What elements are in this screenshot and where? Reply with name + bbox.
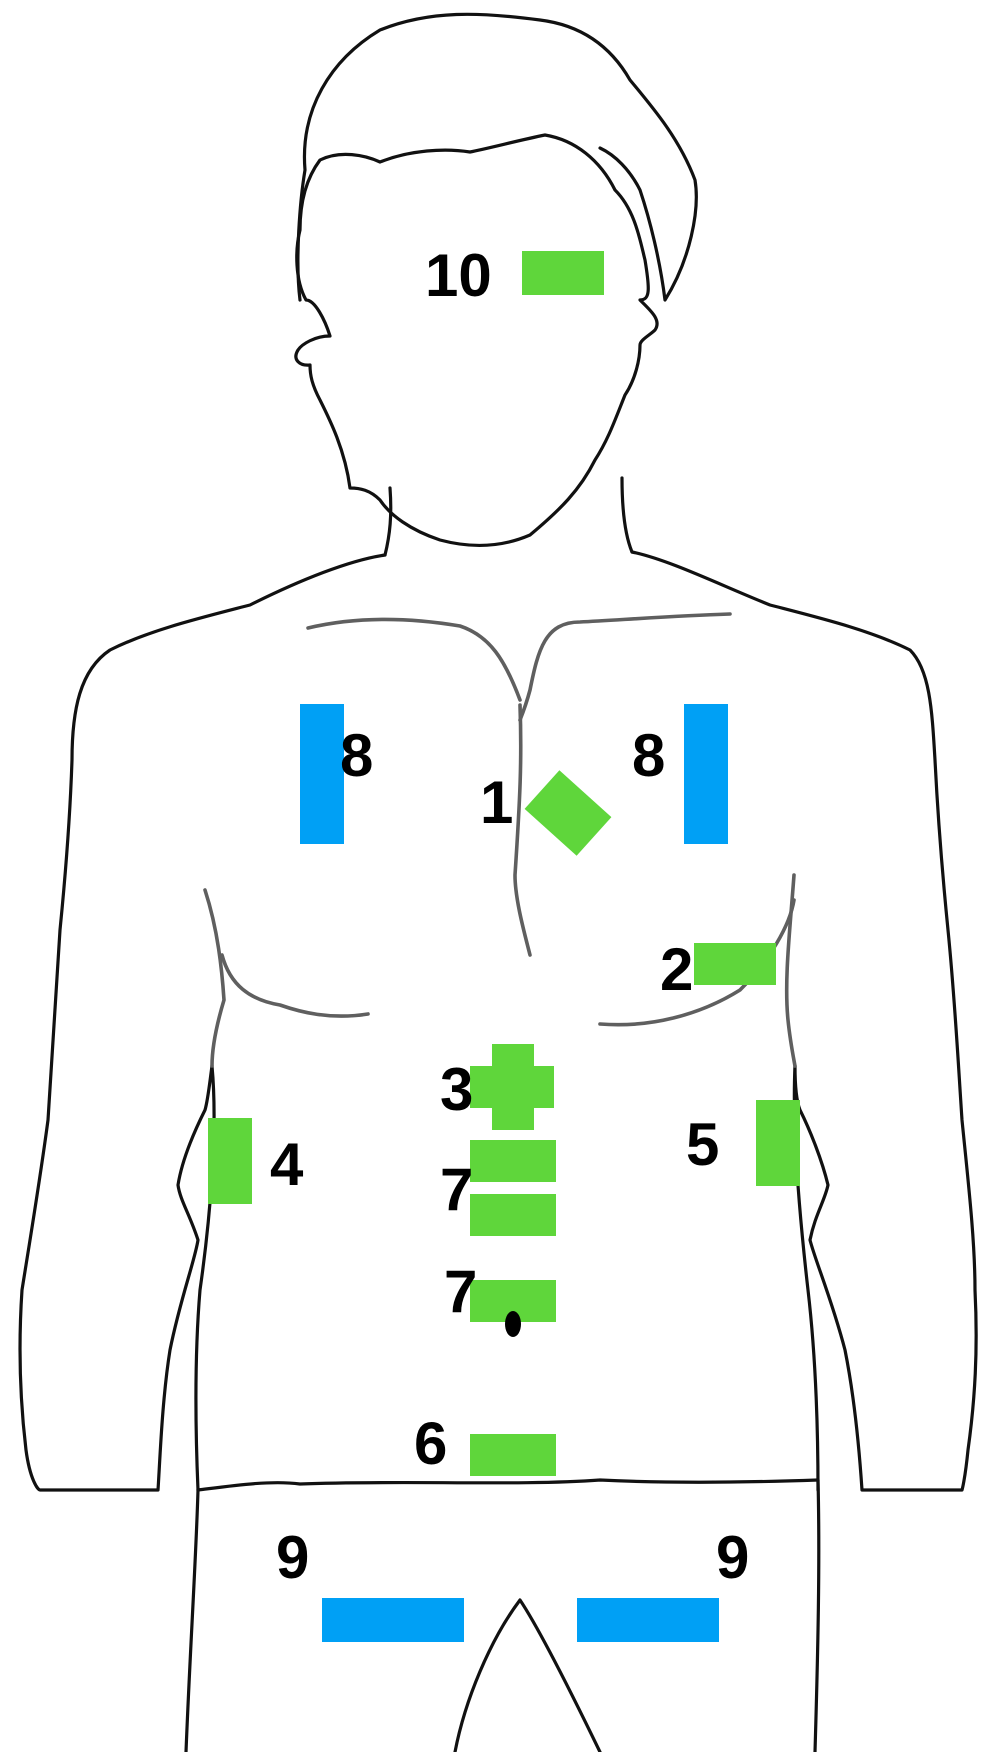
- marker-lower-abdomen-pad: [470, 1434, 556, 1476]
- navel-dot-icon: [505, 1311, 521, 1337]
- label-forehead: 10: [425, 242, 492, 309]
- marker-right-groin-pad: [322, 1598, 464, 1642]
- leg-left-outer: [186, 1490, 198, 1752]
- marker-epigastric-cross-horizontal: [470, 1066, 554, 1108]
- head-outline: [296, 135, 657, 545]
- marker-left-flank-pad: [756, 1100, 800, 1186]
- marker-left-chest-pad: [300, 704, 344, 844]
- pec-left: [205, 890, 224, 1066]
- marker-right-chest-pad: [684, 704, 728, 844]
- marker-upper-abdomen-pad-a: [470, 1140, 556, 1182]
- label-periumbilical: 7: [444, 1258, 477, 1325]
- marker-forehead-pad: [522, 251, 604, 295]
- label-right-flank: 4: [270, 1131, 304, 1198]
- torso-outline: [20, 555, 385, 1490]
- marker-upper-abdomen-pad-b: [470, 1194, 556, 1236]
- label-left-groin: 9: [716, 1524, 749, 1591]
- label-sternum: 1: [480, 769, 513, 836]
- marker-left-ribs-pad: [694, 943, 776, 985]
- sternum-line: [515, 705, 530, 955]
- label-epigastric: 3: [440, 1056, 473, 1123]
- marker-right-flank-pad: [208, 1118, 252, 1204]
- label-left-flank: 5: [686, 1111, 719, 1178]
- label-upper-abdomen: 7: [440, 1156, 473, 1223]
- label-left-chest: 8: [340, 722, 373, 789]
- label-left-ribs: 2: [660, 936, 693, 1003]
- label-right-groin: 9: [276, 1524, 309, 1591]
- torso-outline-right: [632, 552, 976, 1490]
- label-lower-abdomen: 6: [414, 1410, 447, 1477]
- label-right-chest: 8: [632, 722, 665, 789]
- neck-left: [385, 488, 391, 555]
- neck-right: [622, 478, 632, 552]
- leg-right-outer: [815, 1480, 819, 1752]
- waistband: [198, 1480, 818, 1490]
- clavicle-left: [308, 619, 520, 700]
- marker-layer: [208, 251, 800, 1642]
- marker-left-groin-pad: [577, 1598, 719, 1642]
- marker-sternum-pad: [525, 770, 612, 855]
- hair-outline: [298, 14, 696, 300]
- pec-left-lower: [222, 955, 368, 1016]
